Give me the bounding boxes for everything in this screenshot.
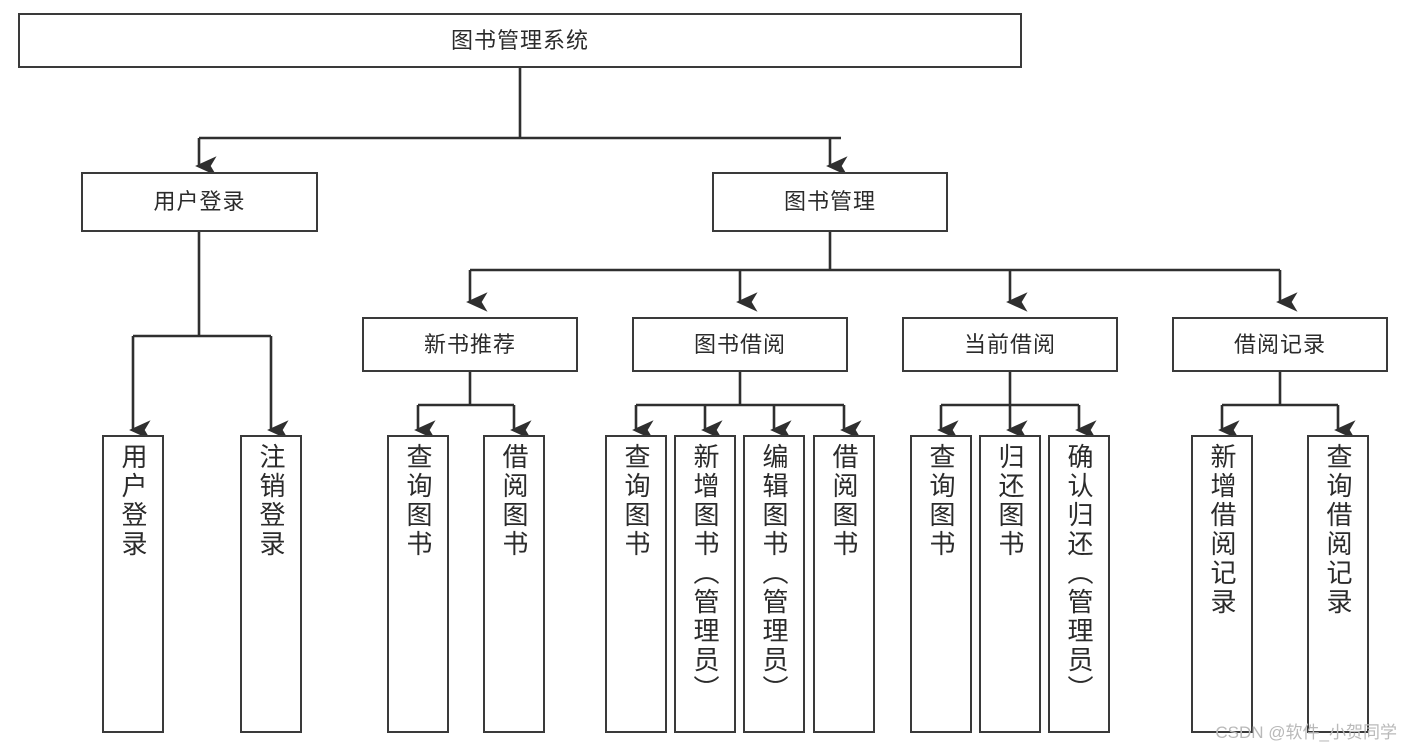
node-leaf-query-book-1[interactable]: 查询图书 — [387, 435, 449, 733]
node-user-login-label: 用户登录 — [153, 189, 246, 215]
node-book-borrow[interactable]: 图书借阅 — [632, 317, 848, 372]
node-new-book-recommendation[interactable]: 新书推荐 — [362, 317, 578, 372]
node-root[interactable]: 图书管理系统 — [18, 13, 1022, 68]
node-borrow-record-label: 借阅记录 — [1233, 331, 1326, 357]
node-borrow-record[interactable]: 借阅记录 — [1172, 317, 1388, 372]
node-leaf-borrow-book-2[interactable]: 借阅图书 — [813, 435, 875, 733]
node-user-login[interactable]: 用户登录 — [81, 172, 318, 232]
node-leaf-query-book-2[interactable]: 查询图书 — [605, 435, 667, 733]
node-leaf-add-borrow-record-label: 新增借阅记录 — [1207, 443, 1237, 617]
node-leaf-add-book-admin[interactable]: 新增图书（管理员） — [674, 435, 736, 733]
node-leaf-borrow-book-1[interactable]: 借阅图书 — [483, 435, 545, 733]
node-leaf-borrow-book-2-label: 借阅图书 — [829, 443, 859, 559]
node-leaf-add-book-admin-label: 新增图书（管理员） — [690, 443, 720, 704]
node-leaf-query-borrow-record[interactable]: 查询借阅记录 — [1307, 435, 1369, 733]
node-leaf-query-book-3[interactable]: 查询图书 — [910, 435, 972, 733]
node-current-borrow-label: 当前借阅 — [963, 331, 1056, 357]
node-leaf-return-book[interactable]: 归还图书 — [979, 435, 1041, 733]
node-leaf-edit-book-admin-label: 编辑图书（管理员） — [759, 443, 789, 704]
node-leaf-user-login[interactable]: 用户登录 — [102, 435, 164, 733]
node-book-manage[interactable]: 图书管理 — [712, 172, 948, 232]
node-leaf-query-borrow-record-label: 查询借阅记录 — [1323, 443, 1353, 617]
node-book-borrow-label: 图书借阅 — [693, 331, 786, 357]
node-leaf-query-book-3-label: 查询图书 — [926, 443, 956, 559]
csdn-watermark: CSDN @软件_小贺同学 — [1215, 723, 1397, 742]
node-leaf-query-book-2-label: 查询图书 — [621, 443, 651, 559]
node-leaf-edit-book-admin[interactable]: 编辑图书（管理员） — [743, 435, 805, 733]
node-book-manage-label: 图书管理 — [783, 189, 876, 215]
node-leaf-add-borrow-record[interactable]: 新增借阅记录 — [1191, 435, 1253, 733]
node-leaf-confirm-return-admin[interactable]: 确认归还（管理员） — [1048, 435, 1110, 733]
node-leaf-return-book-label: 归还图书 — [995, 443, 1025, 559]
node-leaf-query-book-1-label: 查询图书 — [403, 443, 433, 559]
node-new-book-recommendation-label: 新书推荐 — [423, 331, 516, 357]
node-leaf-user-login-label: 用户登录 — [118, 443, 148, 559]
node-leaf-borrow-book-1-label: 借阅图书 — [499, 443, 529, 559]
node-current-borrow[interactable]: 当前借阅 — [902, 317, 1118, 372]
node-root-label: 图书管理系统 — [450, 27, 589, 53]
node-leaf-logout[interactable]: 注销登录 — [240, 435, 302, 733]
node-leaf-logout-label: 注销登录 — [256, 443, 286, 559]
node-leaf-confirm-return-admin-label: 确认归还（管理员） — [1064, 443, 1094, 704]
